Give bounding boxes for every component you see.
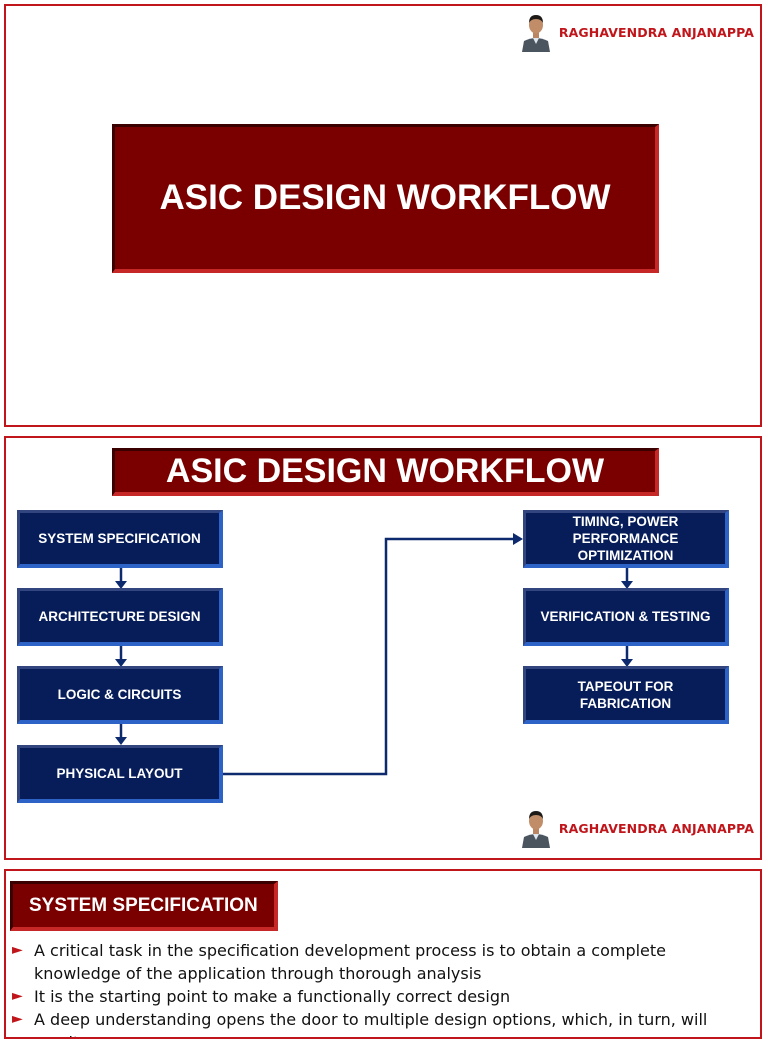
bullet-list: ► A critical task in the specification de… [12, 939, 752, 1037]
bullet-item: ► It is the starting point to make a func… [12, 985, 752, 1008]
arrowhead-icon [115, 659, 127, 667]
bullet-text: It is the starting point to make a funct… [34, 987, 511, 1006]
workflow-connectors [115, 533, 633, 776]
step-tapeout-fabrication: TAPEOUT FOR FABRICATION [523, 666, 729, 724]
slide-title: ASIC DESIGN WORKFLOW [112, 124, 659, 273]
section-title: SYSTEM SPECIFICATION [10, 881, 278, 931]
triangle-right-icon: ► [12, 988, 23, 1004]
author-avatar [520, 808, 551, 848]
specification-slide: SYSTEM SPECIFICATION ► A critical task in… [4, 869, 762, 1039]
author-name: RAGHAVENDRA ANJANAPPA [558, 24, 754, 40]
author-name: RAGHAVENDRA ANJANAPPA [558, 820, 754, 836]
author-avatar [520, 12, 551, 52]
step-system-specification: SYSTEM SPECIFICATION [17, 510, 223, 568]
arrowhead-icon [115, 581, 127, 589]
triangle-right-icon: ► [12, 1011, 23, 1027]
step-logic-circuits: LOGIC & CIRCUITS [17, 666, 223, 724]
step-timing-power-optimization: TIMING, POWER PERFORMANCE OPTIMIZATION [523, 510, 729, 568]
triangle-right-icon: ► [12, 942, 23, 958]
step-verification-testing: VERIFICATION & TESTING [523, 588, 729, 646]
step-architecture-design: ARCHITECTURE DESIGN [17, 588, 223, 646]
arrowhead-icon [115, 737, 127, 745]
title-slide: RAGHAVENDRA ANJANAPPA ASIC DESIGN WORKFL… [4, 4, 762, 427]
workflow-slide: ASIC DESIGN WORKFLOW SYSTEM SPECIFICATIO… [4, 436, 762, 860]
arrowhead-icon [513, 533, 523, 545]
workflow-title: ASIC DESIGN WORKFLOW [112, 448, 659, 496]
connector-layout-timing [223, 537, 514, 776]
author-badge: RAGHAVENDRA ANJANAPPA [520, 12, 754, 52]
bullet-text: A deep understanding opens the door to m… [34, 1010, 708, 1037]
arrowhead-icon [621, 581, 633, 589]
bullet-text: A critical task in the specification dev… [34, 941, 667, 983]
arrowhead-icon [621, 659, 633, 667]
bullet-item: ► A critical task in the specification de… [12, 939, 752, 985]
author-badge: RAGHAVENDRA ANJANAPPA [520, 808, 754, 848]
step-physical-layout: PHYSICAL LAYOUT [17, 745, 223, 803]
